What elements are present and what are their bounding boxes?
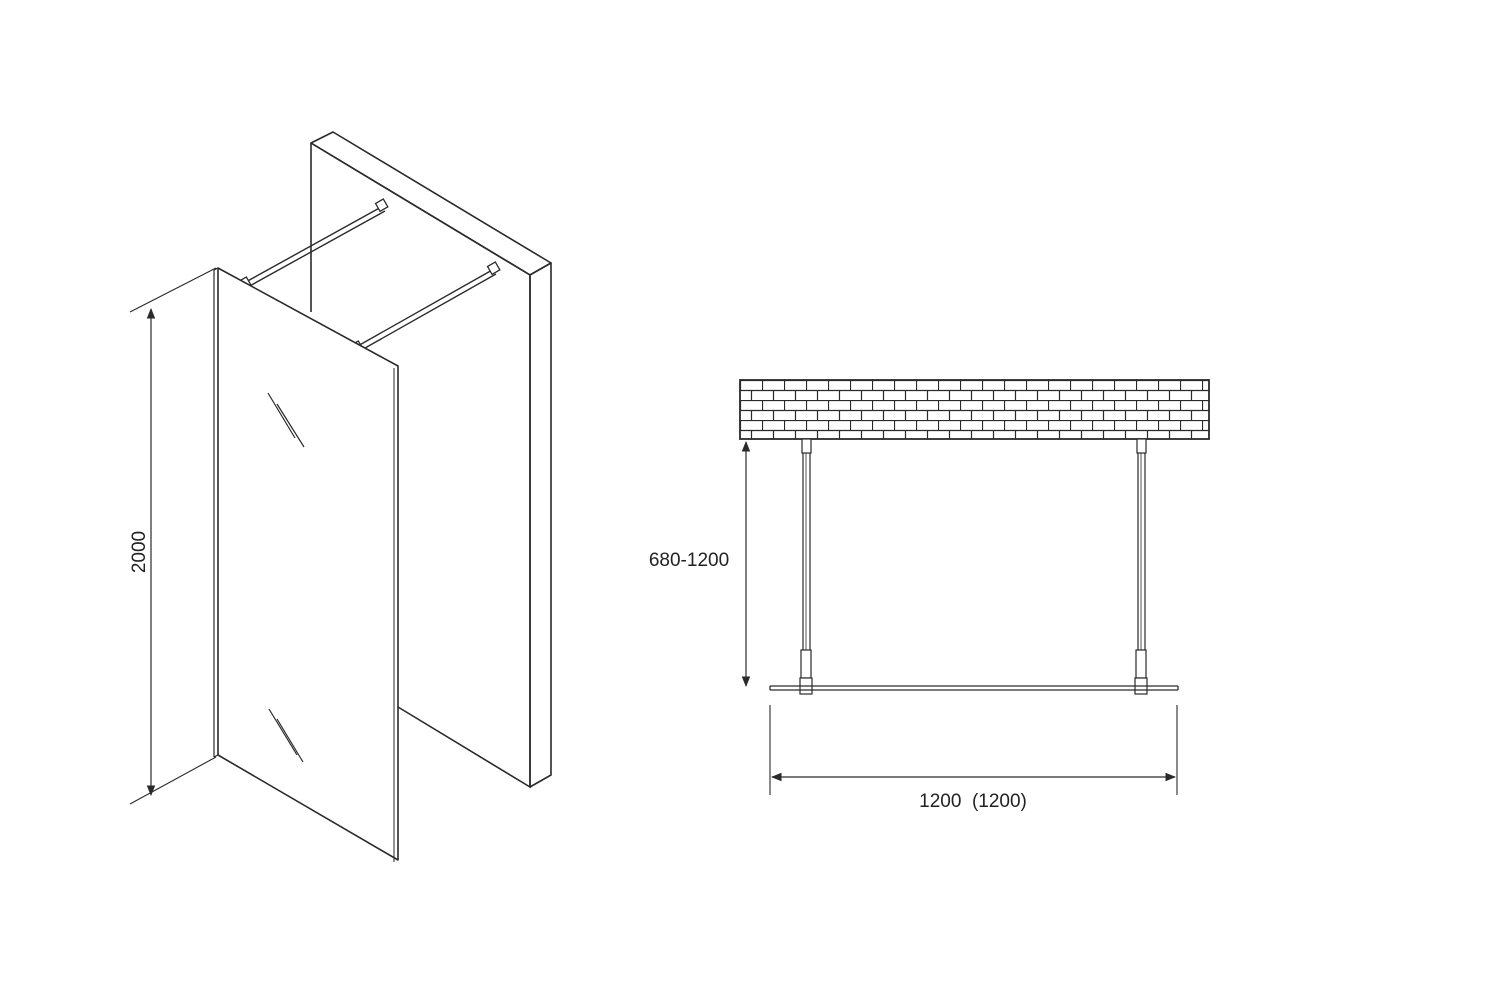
wall-3d [310,131,552,789]
isometric-view: 2000 [129,131,552,862]
width-label: 1200 (1200) [919,791,1027,812]
glass-panel-3d [213,267,399,862]
support-bar-upper [237,198,389,291]
plan-glass-panel [769,685,1179,691]
depth-dimension: 680-1200 [649,440,751,688]
height-label: 2000 [129,531,150,573]
depth-label: 680-1200 [649,550,729,571]
tiled-wall-section [739,379,1210,440]
plan-support-bar-right [1134,438,1148,695]
width-dimension: 1200 (1200) [769,705,1178,812]
height-dimension: 2000 [129,267,217,805]
glass-reflection-marks [267,392,305,763]
support-bar-lower [349,261,501,355]
plan-view: 680-1200 1200 (1200) [649,379,1210,812]
plan-support-bar-left [799,438,813,695]
